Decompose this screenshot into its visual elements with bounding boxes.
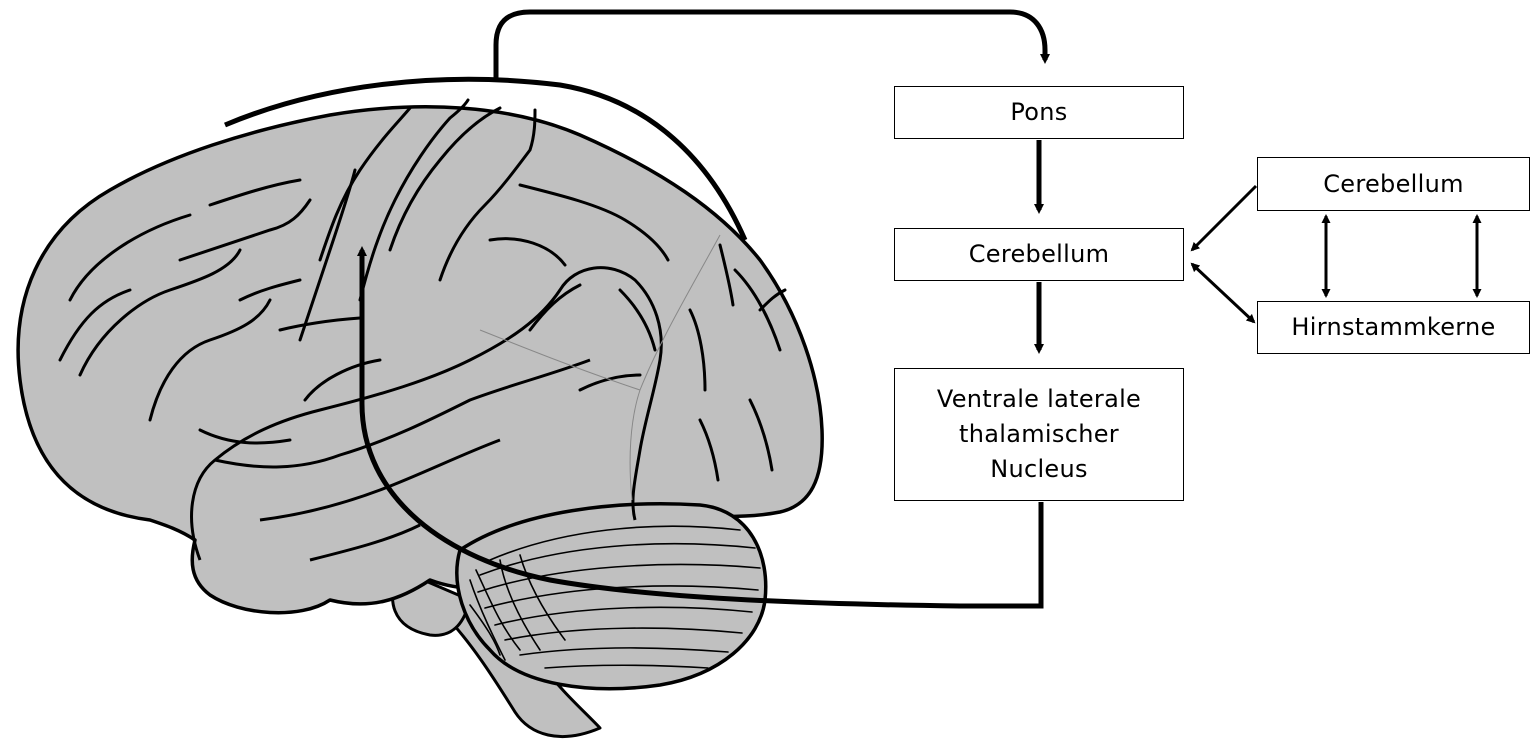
cerebellum-box: Cerebellum (894, 228, 1184, 281)
brainstem-nuclei-box: Hirnstammkerne (1257, 301, 1530, 354)
pons-box: Pons (894, 86, 1184, 139)
cerebellum-brainstem-arrow (1192, 264, 1254, 322)
brain-illustration (18, 100, 822, 737)
side-cerebellum-box: Cerebellum (1257, 157, 1530, 211)
cerebellum-label: Cerebellum (969, 237, 1110, 272)
pons-label: Pons (1010, 95, 1067, 130)
thalamus-label: Ventrale laterale thalamischer Nucleus (937, 382, 1141, 486)
side-cerebellum-label: Cerebellum (1323, 167, 1464, 202)
thalamus-box: Ventrale laterale thalamischer Nucleus (894, 368, 1184, 501)
cortex-to-pons-arrow (496, 12, 1045, 78)
brainstem-nuclei-label: Hirnstammkerne (1291, 310, 1495, 345)
side-cerebellum-to-cerebellum-arrow (1192, 186, 1256, 250)
